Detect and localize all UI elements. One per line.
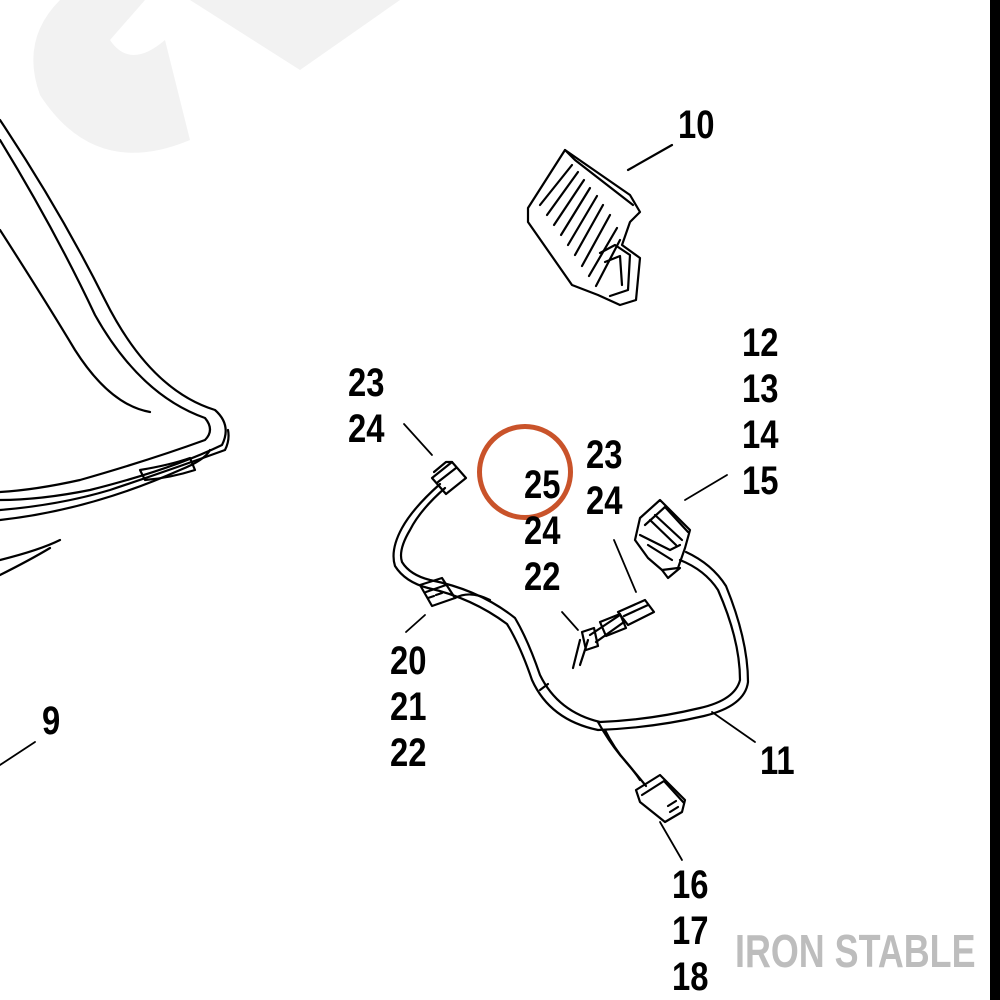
regulator-part-10 xyxy=(526,143,674,307)
callout-11-label: 11 xyxy=(760,739,795,783)
callout-10: 10 xyxy=(678,102,714,148)
watermark-text: IRON STABLE xyxy=(735,925,976,977)
callout-12-label: 12 xyxy=(742,321,779,365)
callout-9: 9 xyxy=(42,698,60,744)
connector-part-22 xyxy=(580,626,600,652)
callout-16-18: 16 17 18 xyxy=(672,862,708,1000)
callout-17-label: 17 xyxy=(672,909,709,953)
callout-11: 11 xyxy=(760,738,795,784)
callout-23-right-label: 23 xyxy=(586,433,623,477)
callout-22-center-label: 22 xyxy=(524,555,561,599)
callout-25-label: 25 xyxy=(524,463,561,507)
wiring-harness-part-11 xyxy=(392,482,750,788)
callout-center: 25 24 22 xyxy=(524,462,560,600)
callout-24-right-label: 24 xyxy=(586,479,623,523)
callout-9-label: 9 xyxy=(42,699,61,743)
callout-13-label: 13 xyxy=(742,367,779,411)
callout-14-label: 14 xyxy=(742,413,779,457)
connector-part-12-15 xyxy=(633,498,692,580)
connector-part-16-18 xyxy=(634,773,687,824)
highlight-circle xyxy=(477,424,573,520)
callout-23-24-right: 23 24 xyxy=(586,432,622,524)
callout-12-15: 12 13 14 15 xyxy=(742,320,778,504)
callout-22-label: 22 xyxy=(390,731,427,775)
callout-23-left-label: 23 xyxy=(348,361,385,405)
leader-lines xyxy=(0,423,756,861)
connector-part-23-24-right xyxy=(598,598,656,638)
callout-24-left-label: 24 xyxy=(348,407,385,451)
callout-10-label: 10 xyxy=(678,103,715,147)
callout-24-center-label: 24 xyxy=(524,509,561,553)
connector-part-20-22 xyxy=(418,576,457,608)
seat-drawing xyxy=(0,118,230,577)
right-border xyxy=(990,0,1000,1000)
callout-20-label: 20 xyxy=(390,639,427,683)
callout-18-label: 18 xyxy=(672,955,709,999)
callout-20-22: 20 21 22 xyxy=(390,638,426,776)
callout-15-label: 15 xyxy=(742,459,779,503)
callout-23-24-left: 23 24 xyxy=(348,360,384,452)
callout-16-label: 16 xyxy=(672,863,709,907)
callout-21-label: 21 xyxy=(390,685,427,729)
connector-part-23-24-left xyxy=(430,460,468,496)
